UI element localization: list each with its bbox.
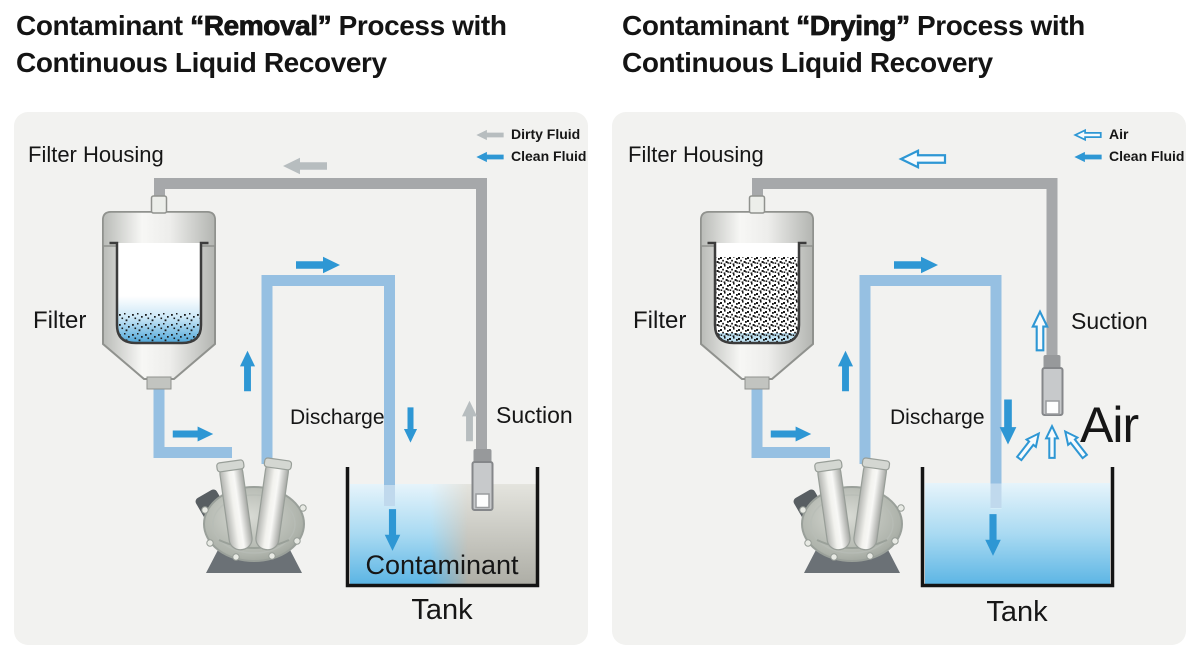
tank-liquid	[925, 483, 1110, 585]
label-tank: Tank	[411, 594, 473, 626]
suction-strainer	[1041, 355, 1064, 416]
suction-air-flow-arrow	[1031, 310, 1049, 352]
title-keyword: “Drying”	[796, 10, 911, 42]
label-tank: Tank	[986, 596, 1048, 628]
dirty-fluid-flow-arrow	[283, 157, 327, 175]
tank-walls	[920, 467, 1115, 588]
panel-drying: Filter Housing Filter Discharge Suction …	[612, 112, 1186, 645]
title-line2: Continuous Liquid Recovery	[16, 46, 387, 78]
legend-label-clean-fluid: Clean Fluid	[1109, 148, 1185, 164]
label-discharge: Discharge	[290, 406, 385, 429]
pump-inlet-pipe	[751, 388, 830, 458]
riser-flow-arrow	[837, 350, 854, 392]
label-suction: Suction	[1071, 308, 1148, 334]
label-contaminant: Contaminant	[365, 550, 519, 580]
filter-contents-wet	[117, 296, 201, 343]
diagram-removal	[102, 129, 540, 588]
tank-walls	[345, 467, 540, 588]
label-filter-housing: Filter Housing	[628, 142, 764, 167]
title-drying: Contaminant “Drying” Process with Contin…	[622, 8, 1085, 82]
filter-housing	[700, 195, 814, 390]
housing-port	[150, 195, 168, 214]
suction-flow-arrow	[461, 400, 478, 442]
pump-inlet-flow-arrow	[172, 426, 214, 442]
pump	[793, 457, 905, 573]
submerged-pipe-highlight	[384, 485, 395, 506]
title-removal: Contaminant “Removal” Process with Conti…	[16, 8, 507, 82]
label-air: Air	[1080, 397, 1139, 453]
housing-outlet	[744, 376, 770, 390]
tank-liquid	[350, 484, 536, 584]
air-intake-arrow-middle	[1045, 425, 1059, 459]
filter-bag-wall	[707, 241, 807, 345]
legend-clean-arrow	[1074, 151, 1102, 163]
title-line2: Continuous Liquid Recovery	[622, 46, 993, 78]
submerged-pipe-highlight	[990, 483, 1002, 509]
suction-pipe	[752, 178, 1058, 357]
suction-strainer	[471, 449, 494, 511]
legend-dirty-arrow	[476, 129, 504, 141]
air-return-flow-arrow	[899, 149, 947, 169]
legend-label-air: Air	[1109, 126, 1129, 142]
discharge-pipe	[261, 275, 395, 506]
title-suffix: Process with	[909, 10, 1085, 41]
filter-housing	[102, 195, 216, 390]
suction-pipe	[154, 178, 487, 453]
filter-bag-wall	[109, 241, 209, 345]
legend-clean-arrow	[476, 151, 504, 163]
title-prefix: Contaminant	[622, 10, 797, 41]
discharge-down-arrow	[999, 399, 1017, 445]
label-suction: Suction	[496, 402, 573, 428]
diagram-drying	[700, 129, 1115, 588]
discharge-pipe	[859, 275, 1002, 508]
title-keyword: “Removal”	[190, 10, 332, 42]
pump	[195, 457, 307, 573]
discharge-flow-arrow-top	[296, 256, 340, 274]
title-suffix: Process with	[331, 10, 507, 41]
pump-inlet-pipe	[153, 388, 232, 458]
label-filter: Filter	[633, 307, 687, 334]
housing-outlet	[146, 376, 172, 390]
title-prefix: Contaminant	[16, 10, 191, 41]
filter-contents-dry	[715, 257, 799, 343]
housing-port	[748, 195, 766, 214]
riser-flow-arrow	[239, 350, 256, 392]
pump-inlet-flow-arrow	[770, 426, 812, 442]
legend-label-dirty-fluid: Dirty Fluid	[511, 126, 581, 142]
legend-air-arrow	[1074, 129, 1102, 141]
label-discharge: Discharge	[890, 406, 985, 429]
legend-label-clean-fluid: Clean Fluid	[511, 148, 587, 164]
discharge-flow-arrow-top	[894, 256, 938, 274]
label-filter-housing: Filter Housing	[28, 142, 164, 167]
panel-removal: Filter Housing Filter Discharge Suction …	[14, 112, 588, 645]
discharge-down-arrow	[403, 407, 418, 443]
label-filter: Filter	[33, 307, 87, 334]
air-intake-arrow-left	[1013, 428, 1045, 464]
